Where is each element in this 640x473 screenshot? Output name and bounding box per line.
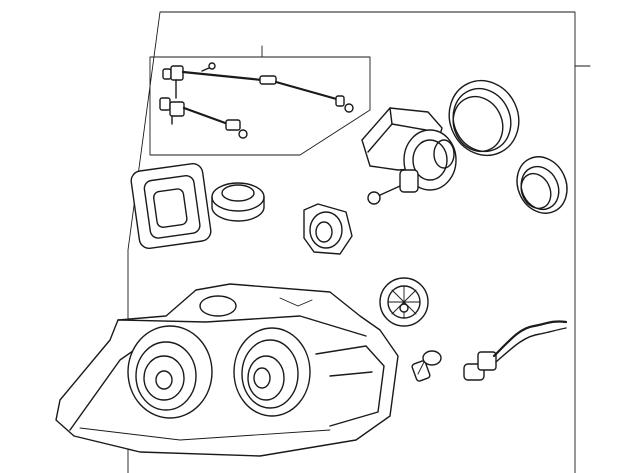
ring-cap [516,156,568,214]
round-cap [211,182,265,222]
socket-harness [463,320,568,381]
screw-icon [201,62,216,72]
leveling-rod-upper [162,65,354,113]
adjuster-cap [379,277,429,327]
rectangular-cap [130,162,212,250]
wedge-bulb [411,350,442,382]
leveling-rod-lower [159,79,248,139]
large-ring-cap [448,79,520,157]
bulb-socket [303,203,353,255]
headlamp-housing [55,283,399,457]
leveling-link-kit [149,45,371,156]
leveling-motor [361,107,457,205]
